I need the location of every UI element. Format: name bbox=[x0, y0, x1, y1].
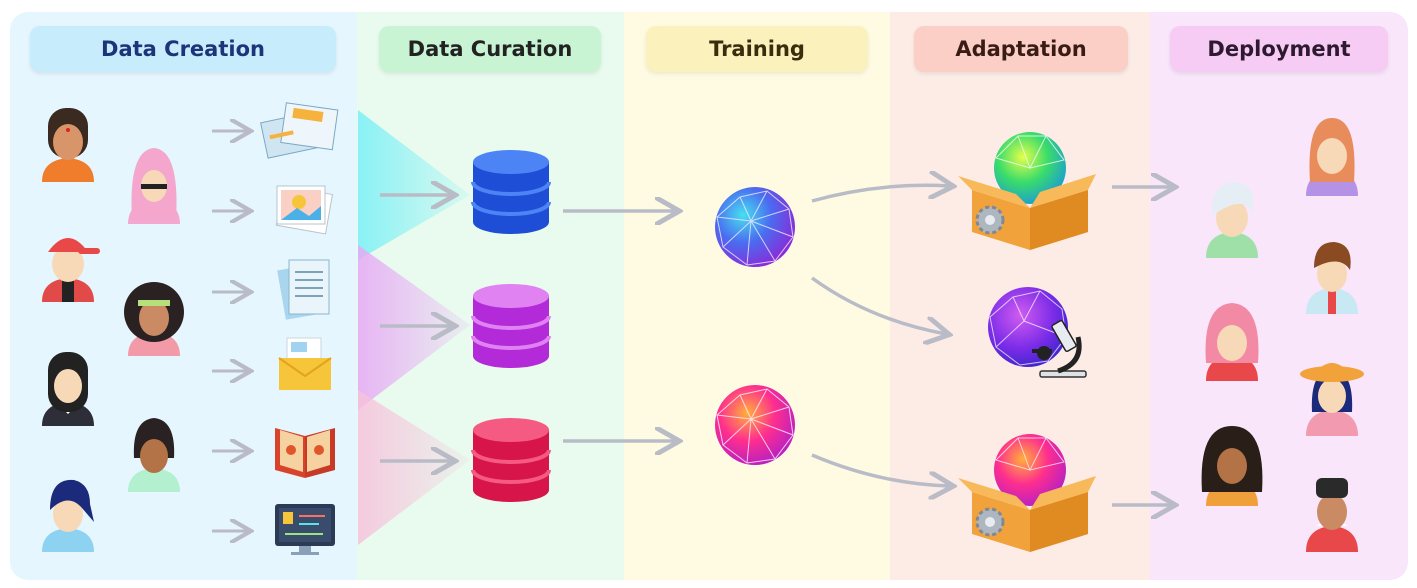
document-icon bbox=[277, 259, 330, 320]
model-sphere-pink bbox=[715, 385, 795, 465]
person-icon bbox=[1306, 478, 1358, 552]
creation-arrows bbox=[212, 131, 248, 531]
creator-avatars bbox=[42, 108, 184, 552]
stage-header-data-creation: Data Creation bbox=[30, 26, 336, 72]
person-icon bbox=[42, 479, 94, 552]
user-avatars bbox=[1201, 118, 1364, 552]
model-sphere-blue bbox=[715, 187, 795, 267]
person-icon bbox=[1306, 118, 1358, 196]
person-icon bbox=[124, 282, 184, 356]
box-model-icon bbox=[958, 434, 1096, 552]
person-icon bbox=[42, 352, 94, 426]
microscope-model-icon bbox=[988, 287, 1087, 378]
book-icon bbox=[275, 428, 335, 478]
panel-training bbox=[624, 12, 890, 580]
database-icon-red bbox=[471, 418, 551, 502]
person-icon bbox=[42, 108, 94, 182]
person-icon bbox=[1300, 363, 1364, 436]
stage-header-training: Training bbox=[646, 26, 868, 72]
person-icon bbox=[128, 148, 180, 224]
person-icon bbox=[128, 418, 180, 492]
database-icon-purple bbox=[471, 284, 551, 368]
code-icon bbox=[275, 504, 335, 555]
funnel-cyan bbox=[358, 110, 470, 260]
person-icon bbox=[1205, 303, 1259, 381]
adaptation-arrows bbox=[810, 185, 950, 486]
box-model-icon bbox=[958, 132, 1096, 250]
person-icon bbox=[42, 238, 100, 302]
database-icon-blue bbox=[471, 150, 551, 234]
newspaper-icon bbox=[260, 102, 339, 159]
funnel-pink bbox=[358, 390, 470, 545]
person-icon bbox=[1206, 182, 1258, 258]
stage-header-data-curation: Data Curation bbox=[379, 26, 601, 72]
person-icon bbox=[1306, 242, 1358, 314]
person-icon bbox=[1201, 426, 1263, 506]
training-arrows bbox=[563, 211, 676, 441]
deployment-arrows bbox=[1112, 187, 1172, 505]
panel-deployment bbox=[1150, 12, 1408, 580]
photo-icon bbox=[275, 185, 334, 235]
stage-header-deployment: Deployment bbox=[1170, 26, 1388, 72]
curation-arrows bbox=[380, 195, 452, 461]
stage-header-adaptation: Adaptation bbox=[914, 26, 1128, 72]
email-icon bbox=[278, 337, 332, 390]
